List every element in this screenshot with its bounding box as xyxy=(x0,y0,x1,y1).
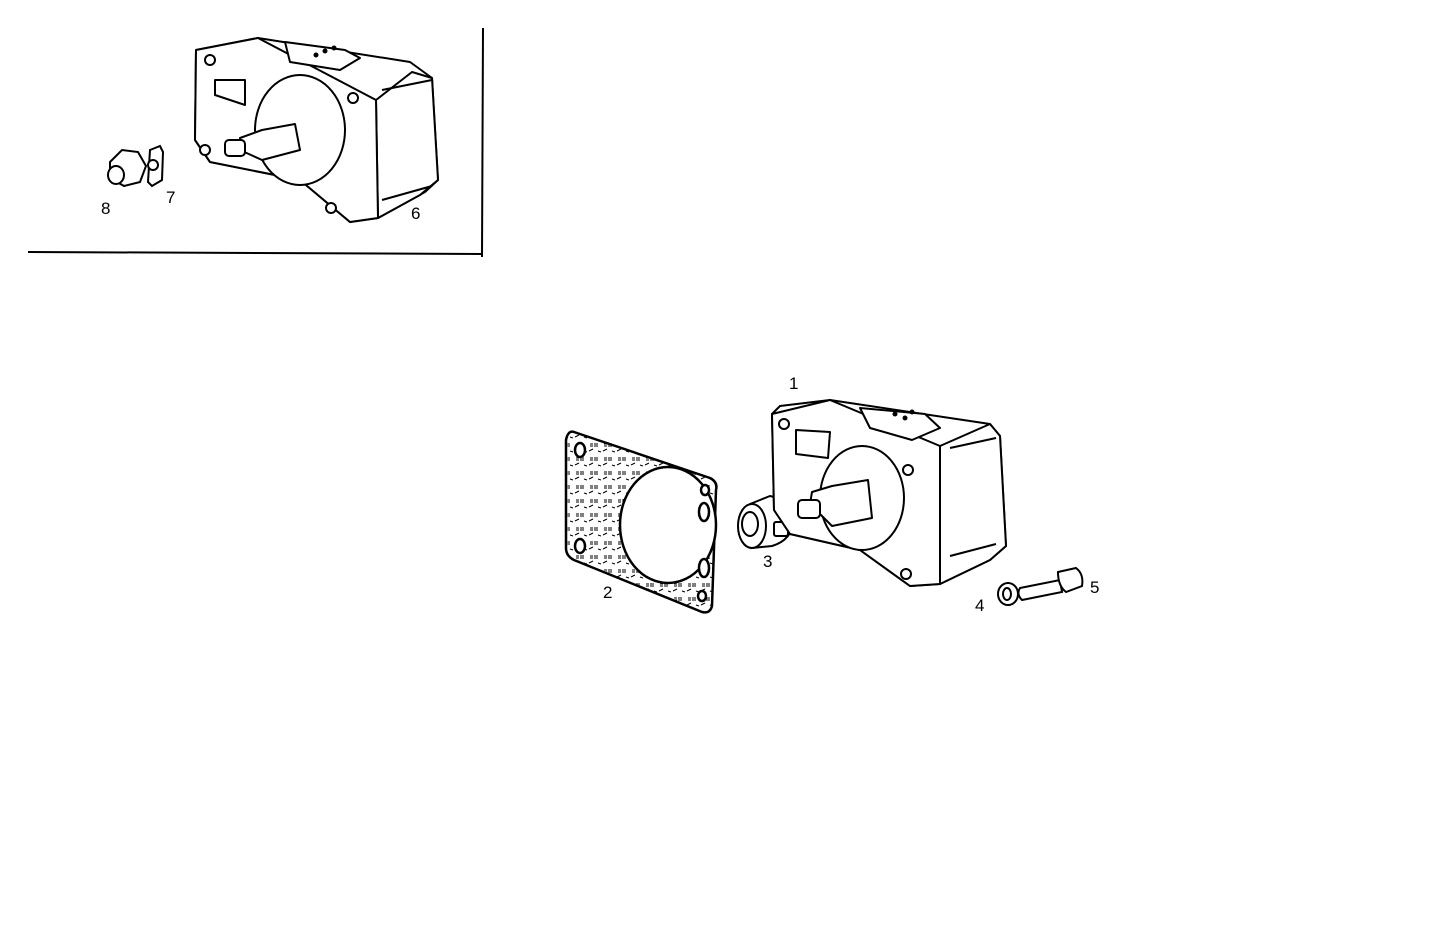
washer-screw-drawing xyxy=(997,566,1084,606)
pump-drawing xyxy=(771,399,1007,587)
callout-3: 3 xyxy=(763,552,773,571)
inset-frame xyxy=(27,27,484,258)
callout-8: 8 xyxy=(101,199,111,218)
callout-7: 7 xyxy=(166,188,176,207)
inset-nut-washer-drawing xyxy=(107,144,165,188)
inset-pump-drawing xyxy=(194,37,439,223)
callout-2: 2 xyxy=(603,583,613,602)
gasket-drawing xyxy=(564,430,718,614)
callout-6: 6 xyxy=(411,204,421,223)
callout-5: 5 xyxy=(1090,578,1100,597)
callout-1: 1 xyxy=(789,374,799,393)
callout-4: 4 xyxy=(975,596,985,615)
